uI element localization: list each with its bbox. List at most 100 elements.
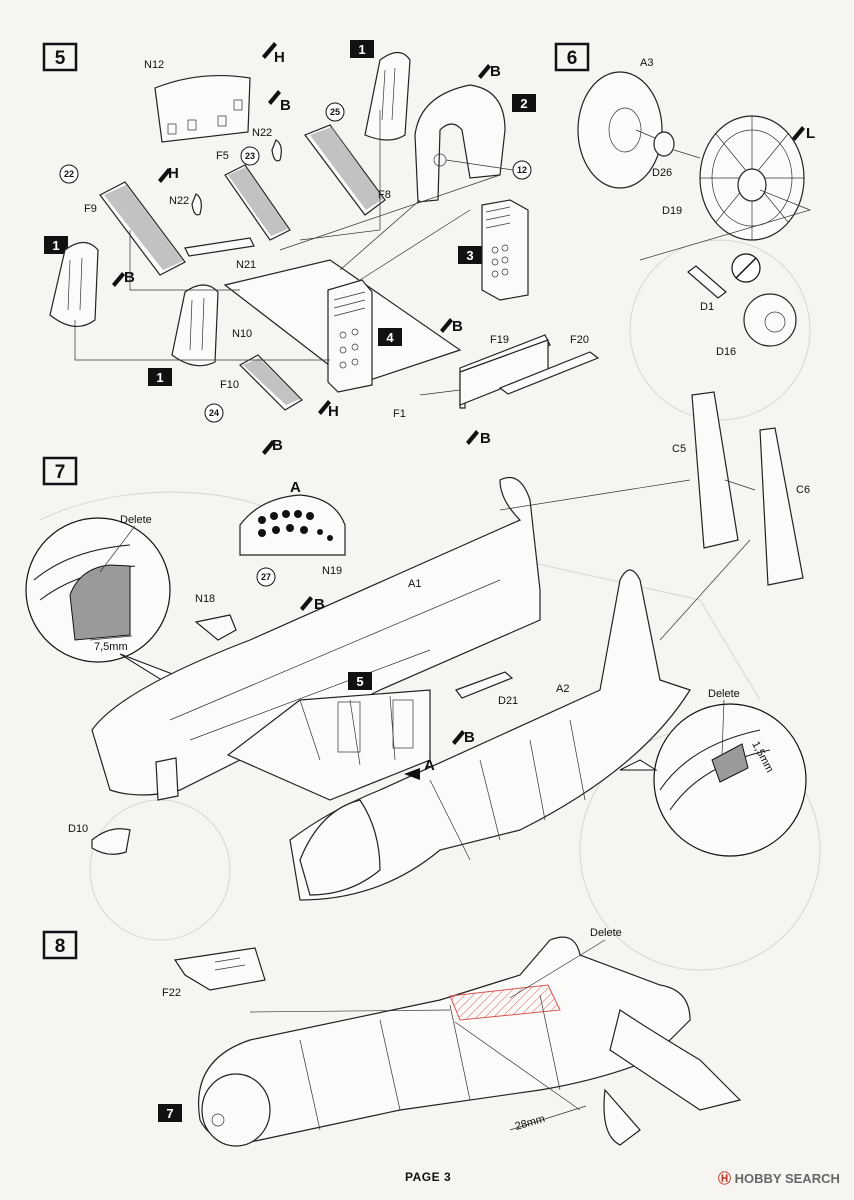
ref-badge-4: [378, 328, 402, 346]
step-7: 7 A 27 N19 Delete 7,5mm A1: [25, 391, 810, 901]
part-n18-shape: [194, 614, 237, 641]
part-d26-shape: [653, 131, 675, 157]
part-label-d16: D16: [716, 346, 736, 358]
step-8-box: [42, 930, 78, 960]
part-label-f8: F8: [378, 189, 391, 201]
part-f19-panel: [459, 339, 549, 406]
svg-text:5: 5: [356, 674, 363, 689]
paint-pen-icon: [262, 42, 277, 59]
paint-code-b-6: B: [480, 430, 491, 447]
part-label-a: A: [290, 479, 301, 496]
step-5-box: [42, 42, 78, 72]
paint-code-b-7: B: [314, 596, 325, 613]
ref-badge-1b: [44, 236, 68, 254]
part-label-a1: A1: [408, 578, 421, 590]
part-d21-shape: [455, 671, 514, 699]
no-glue-icon: [731, 253, 761, 283]
part-d10-shape: [91, 828, 131, 855]
part-label-f10: F10: [220, 379, 239, 391]
svg-text:4: 4: [386, 330, 394, 345]
engine-cowl-shape: [299, 799, 381, 896]
wing-stub-shape: [603, 1088, 641, 1146]
svg-text:1: 1: [156, 370, 163, 385]
part-label-d21: D21: [498, 695, 518, 707]
part-label-f20: F20: [570, 334, 589, 346]
seat-shell-2: [49, 241, 99, 327]
callout-24: 24: [209, 408, 219, 418]
step-6-number: 6: [567, 48, 578, 69]
svg-text:1: 1: [52, 238, 59, 253]
part-label-f9: F9: [84, 203, 97, 215]
part-f20-shape: [498, 351, 600, 395]
part-n21-shape: [184, 237, 255, 257]
step-7-box: [42, 456, 78, 486]
paint-pen-icon: [440, 318, 453, 333]
page-number: PAGE 3: [405, 1170, 452, 1184]
paint-pen-icon: [158, 168, 171, 183]
part-label-n19: N19: [322, 565, 342, 577]
part-label-c5: C5: [672, 443, 686, 455]
fuselage-half-a2: [289, 569, 691, 901]
part-c6-shape: [759, 427, 804, 586]
ref-badge-5: [348, 672, 372, 690]
callout-12: 12: [517, 165, 527, 175]
svg-text:1: 1: [358, 42, 365, 57]
part-label-n21: N21: [236, 259, 256, 271]
paint-pen-icon: [300, 596, 313, 611]
step-8-number: 8: [55, 936, 66, 957]
part-label-n18: N18: [195, 593, 215, 605]
part-label-c6: C6: [796, 484, 810, 496]
step-6: 6 A3 D26 D19 L D1 D16: [554, 42, 815, 358]
detail-zoom-right: Delete 1,5mm: [619, 688, 807, 857]
seat-shell-3: [171, 284, 219, 367]
callout-22: 22: [64, 169, 74, 179]
paint-code-b-3: B: [124, 269, 135, 286]
step-7-number: 7: [55, 462, 66, 483]
delete-hatched-area: [449, 984, 561, 1021]
part-label-a3: A3: [640, 57, 653, 69]
paint-code-h-3: H: [328, 403, 339, 420]
watermark-brand: HOBBY SEARCH: [734, 1171, 840, 1186]
paint-pen-icon: [792, 126, 805, 141]
part-label-n22-a: N22: [252, 127, 272, 139]
paint-code-l: L: [806, 125, 815, 142]
part-c5-shape: [691, 391, 739, 549]
delete-label-left: Delete: [120, 514, 152, 526]
step-5-number: 5: [55, 48, 66, 69]
ref-badge-2: [512, 94, 536, 112]
tail-plane-shape: [609, 1009, 742, 1111]
watermark: Ⓗ HOBBY SEARCH: [718, 1168, 840, 1187]
hobby-search-logo-icon: Ⓗ: [718, 1171, 732, 1186]
delete-label-right: Delete: [708, 688, 740, 700]
part-label-f1: F1: [393, 408, 406, 420]
ref-badge-7: [158, 1104, 182, 1122]
seat-shell-1: [364, 51, 411, 141]
part-label-d19: D19: [662, 205, 682, 217]
ref-badge-1c: [148, 368, 172, 386]
instrument-box-shape: [327, 279, 373, 393]
part-label-n22-b: N22: [169, 195, 189, 207]
part-label-n12: N12: [144, 59, 164, 71]
step-5: 5 N12 H B 1 25 F8 2 12 B: [42, 40, 600, 455]
paint-code-h-1: H: [274, 49, 285, 66]
cockpit-tub: [226, 689, 431, 801]
ref-badge-1: [350, 40, 374, 58]
paint-pen-icon: [268, 90, 281, 105]
svg-text:7: 7: [166, 1106, 173, 1121]
callout-25: 25: [330, 107, 340, 117]
paint-pen-icon: [112, 272, 125, 287]
assembled-fuselage: [198, 936, 691, 1144]
part-a3-ring: [577, 71, 663, 189]
part-d16-shape: [743, 293, 797, 347]
detail-zoom-left: Delete 7,5mm: [25, 514, 177, 683]
paint-code-h-2: H: [168, 165, 179, 182]
bulkhead-shape: [414, 84, 506, 203]
svg-text:2: 2: [520, 96, 527, 111]
paint-pen-icon: [452, 730, 465, 745]
callout-23: 23: [245, 151, 255, 161]
part-d1-shape: [687, 265, 727, 299]
view-arrow-a: A: [424, 757, 435, 774]
paint-pen-icon: [318, 400, 331, 415]
paint-code-b-2: B: [490, 63, 501, 80]
